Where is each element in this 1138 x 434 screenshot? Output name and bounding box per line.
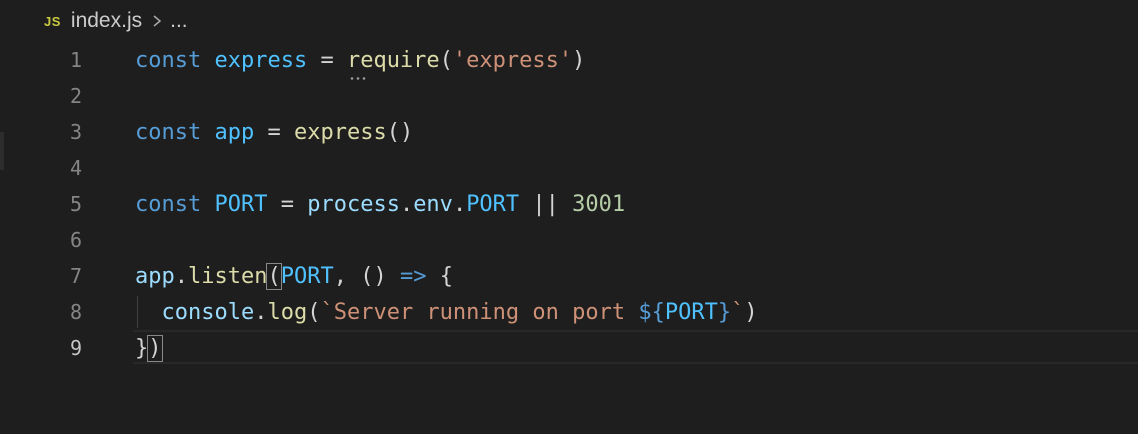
- identifier: express: [214, 47, 308, 73]
- line-number: 1: [69, 48, 82, 72]
- template-string: `: [731, 299, 745, 325]
- current-line-highlight: [133, 330, 1138, 364]
- line-number: 9: [69, 336, 82, 360]
- template-interpolation: }: [717, 299, 732, 325]
- code-line[interactable]: 6: [0, 222, 1138, 258]
- line-number: 4: [69, 156, 82, 180]
- identifier: console: [161, 299, 255, 325]
- javascript-file-icon: JS: [44, 13, 61, 29]
- line-code[interactable]: const PORT = process.env.PORT || 3001: [135, 192, 625, 217]
- line-code[interactable]: app.listen(PORT, () => {: [135, 262, 453, 290]
- identifier: PORT: [214, 191, 268, 217]
- line-code[interactable]: console.log(`Server running on port ${PO…: [135, 300, 758, 325]
- function-name[interactable]: require: [346, 47, 440, 73]
- operator: ||: [532, 191, 559, 217]
- bracket: (: [439, 47, 453, 73]
- line-number: 5: [69, 192, 82, 216]
- operator: .: [452, 191, 467, 217]
- code-line[interactable]: 5 const PORT = process.env.PORT || 3001: [0, 186, 1138, 222]
- chevron-right-icon: [153, 15, 162, 27]
- arrow-operator: =>: [399, 263, 427, 289]
- function-name: log: [267, 299, 308, 325]
- code-line[interactable]: 4: [0, 150, 1138, 186]
- indent-guide: [137, 296, 138, 328]
- function-name: express: [293, 119, 387, 145]
- bracket: ): [744, 299, 758, 325]
- line-number: 6: [69, 228, 82, 252]
- identifier: PORT: [664, 299, 718, 325]
- identifier: app: [214, 119, 255, 145]
- bracket: {: [439, 263, 453, 289]
- scroll-marker: [0, 132, 4, 170]
- bracket: (): [360, 263, 387, 289]
- matching-bracket: ): [147, 334, 163, 362]
- identifier: process: [307, 191, 400, 217]
- function-name: listen: [188, 263, 268, 289]
- operator: =: [320, 47, 334, 73]
- identifier: PORT: [466, 191, 520, 217]
- operator: .: [254, 299, 268, 325]
- bracket: (): [386, 119, 414, 145]
- line-number: 8: [69, 300, 82, 324]
- code-line[interactable]: 1 const express = require('express'): [0, 42, 1138, 78]
- bracket: ): [572, 47, 586, 73]
- breadcrumb: JS index.js ...: [44, 6, 188, 36]
- identifier: env: [413, 191, 453, 217]
- operator: =: [280, 191, 294, 217]
- operator: .: [174, 263, 188, 289]
- keyword: const: [135, 47, 202, 73]
- code-line[interactable]: 9 }): [0, 330, 1138, 366]
- line-number: 7: [69, 264, 82, 288]
- code-line[interactable]: 8 console.log(`Server running on port ${…: [0, 294, 1138, 330]
- operator: .: [399, 191, 414, 217]
- template-interpolation: ${: [638, 299, 665, 325]
- identifier: PORT: [280, 263, 334, 289]
- code-line[interactable]: 3 const app = express(): [0, 114, 1138, 150]
- line-code[interactable]: const express = require('express'): [135, 48, 585, 73]
- line-code[interactable]: }): [135, 334, 163, 362]
- operator: ,: [333, 263, 347, 289]
- matching-bracket: (: [266, 262, 282, 290]
- code-lines[interactable]: 1 const express = require('express') 2 3…: [0, 42, 1138, 366]
- breadcrumb-more[interactable]: ...: [170, 9, 188, 32]
- number-literal: 3001: [572, 191, 626, 217]
- string-literal: 'express': [452, 47, 573, 73]
- keyword: const: [135, 119, 202, 145]
- template-string: `Server running on port: [320, 299, 639, 325]
- bracket: (: [307, 299, 321, 325]
- code-line[interactable]: 7 app.listen(PORT, () => {: [0, 258, 1138, 294]
- operator: =: [267, 119, 281, 145]
- breadcrumb-file[interactable]: index.js: [70, 9, 143, 32]
- line-number: 2: [69, 84, 82, 108]
- identifier: app: [135, 263, 175, 289]
- line-number: 3: [69, 120, 82, 144]
- code-line[interactable]: 2: [0, 78, 1138, 114]
- keyword: const: [135, 191, 202, 217]
- line-code[interactable]: const app = express(): [135, 120, 413, 145]
- bracket: }: [135, 335, 149, 361]
